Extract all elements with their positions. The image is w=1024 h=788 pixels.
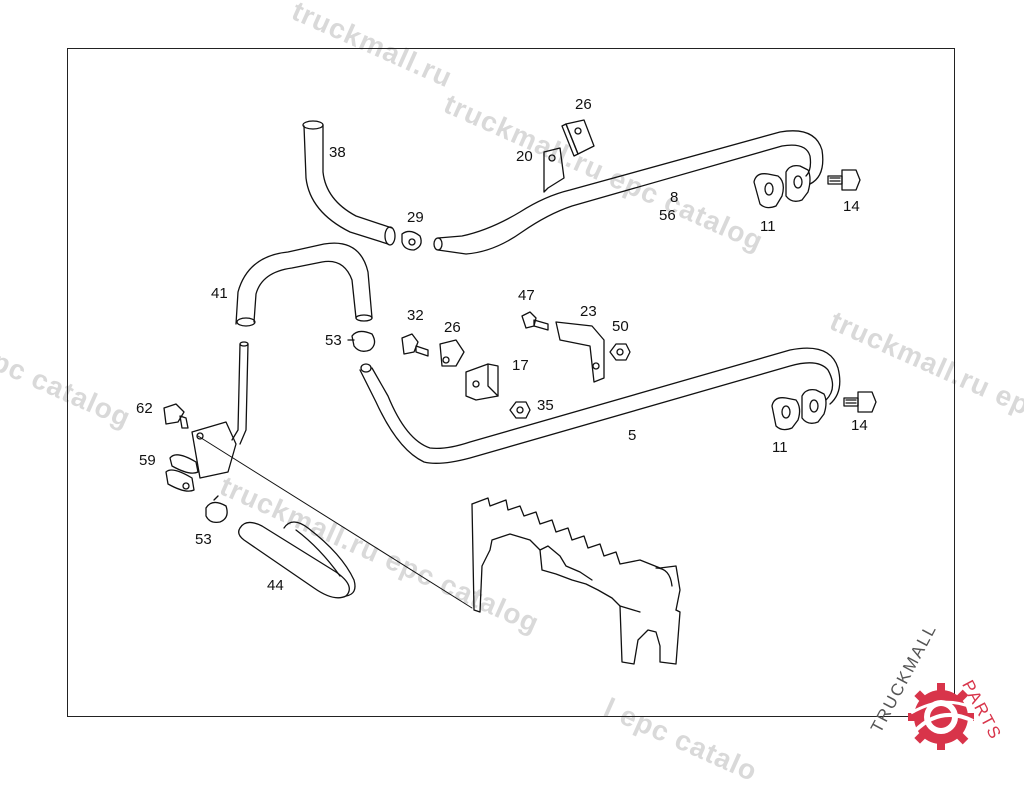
- bolt-14-upper: [827, 169, 861, 191]
- bracket-23: [555, 321, 605, 383]
- callout-53: 53: [325, 332, 342, 349]
- tube-dipstick: [231, 341, 249, 445]
- callout-5: 5: [628, 427, 637, 444]
- callout-62: 62: [136, 400, 153, 417]
- bracket-left: [163, 403, 237, 492]
- diagram-frame: [67, 48, 955, 717]
- callout-50: 50: [612, 318, 629, 335]
- callout-11: 11: [760, 218, 776, 235]
- bolt-47: [521, 311, 549, 331]
- leader-line: [197, 435, 473, 609]
- callout-47: 47: [518, 287, 535, 304]
- hose-44: [238, 521, 356, 599]
- flange-11-lower: [771, 388, 827, 431]
- nut-50: [609, 343, 631, 361]
- callout-44: 44: [267, 577, 284, 594]
- callout-29: 29: [407, 209, 424, 226]
- callout-26: 26: [575, 96, 592, 113]
- clamp-53-lower: [205, 495, 228, 524]
- hose-38: [302, 120, 396, 246]
- callout-56: 56: [659, 207, 676, 224]
- radiator: [471, 497, 681, 665]
- callout-14: 14: [843, 198, 860, 215]
- exploded-view-drawing: [163, 119, 877, 665]
- hose-41: [235, 242, 373, 327]
- pipe-5: [359, 347, 841, 464]
- callout-35: 35: [537, 397, 554, 414]
- truckmall-parts-logo: TRUCKMALL PARTS: [855, 620, 1020, 750]
- callout-11: 11: [772, 439, 788, 456]
- clamp-29: [401, 230, 422, 251]
- bracket-17: [465, 363, 499, 401]
- callout-8: 8: [670, 189, 679, 206]
- bolt-14-lower: [843, 391, 877, 413]
- bolt-32: [401, 333, 429, 357]
- callout-17: 17: [512, 357, 529, 374]
- bracket-26-top: [561, 119, 595, 157]
- callout-14: 14: [851, 417, 868, 434]
- callout-20: 20: [516, 148, 533, 165]
- callout-32: 32: [407, 307, 424, 324]
- callout-23: 23: [580, 303, 597, 320]
- callout-38: 38: [329, 144, 346, 161]
- bracket-20: [543, 147, 565, 193]
- clamp-53-upper: [347, 330, 376, 352]
- callout-41: 41: [211, 285, 228, 302]
- gear-logo-icon: [908, 683, 974, 750]
- clamp-26-middle: [439, 339, 465, 367]
- flange-11-upper: [753, 164, 811, 209]
- nut-35: [509, 401, 531, 419]
- callout-59: 59: [139, 452, 156, 469]
- callout-26: 26: [444, 319, 461, 336]
- callout-53: 53: [195, 531, 212, 548]
- pipe-8: [433, 130, 824, 255]
